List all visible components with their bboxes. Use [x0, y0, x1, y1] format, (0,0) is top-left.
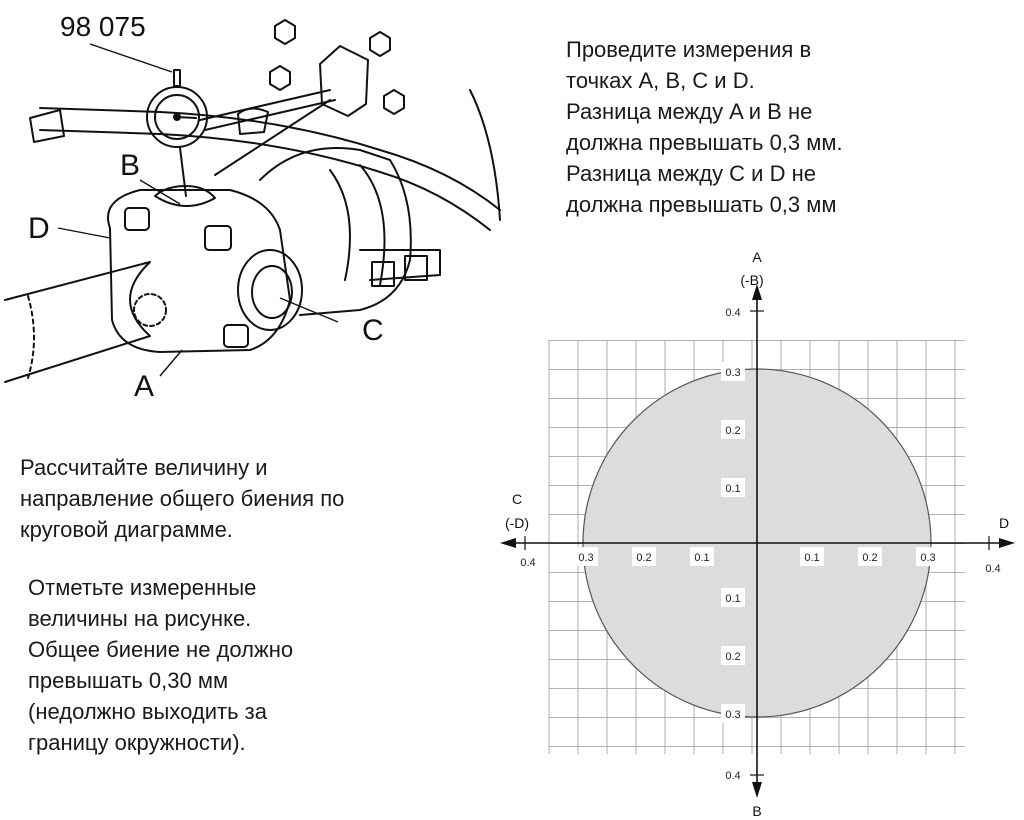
calculate-line: Рассчитайте величину и	[20, 455, 268, 480]
tick-label: 0.1	[800, 547, 824, 566]
tool-number-label: 98 075	[60, 11, 146, 42]
tick-label: 0.1	[721, 478, 745, 497]
arrow-up-icon	[752, 284, 762, 300]
axis-label-c: C	[512, 491, 522, 507]
measure-line: должна превышать 0,3 мм.	[566, 130, 843, 155]
joint-hidden	[133, 293, 167, 327]
point-c-label: C	[362, 314, 384, 347]
arrow-down-icon	[752, 782, 762, 798]
measure-line: Проведите измерения в	[566, 37, 812, 62]
mark-line: (недолжно выходить за	[28, 699, 267, 724]
tick-label: 0.2	[721, 646, 745, 665]
svg-text:0.2: 0.2	[636, 552, 651, 564]
point-a-label: A	[134, 370, 154, 403]
svg-text:0.1: 0.1	[694, 552, 709, 564]
svg-text:0.3: 0.3	[725, 709, 740, 721]
leaf-spring	[39, 107, 501, 231]
svg-text:0.2: 0.2	[725, 651, 740, 663]
tick-label: 0.2	[858, 547, 882, 566]
measure-line: точках А, В, С и D.	[566, 68, 755, 93]
tick-label: 0.3	[721, 362, 745, 381]
axis-label-d: D	[999, 515, 1009, 531]
arrow-right-icon	[999, 538, 1015, 548]
tick-label: 0.1	[721, 588, 745, 607]
svg-text:0.1: 0.1	[725, 593, 740, 605]
mark-line: Отметьте измеренные	[28, 575, 257, 600]
measure-line: должна превышать 0,3 мм	[566, 192, 837, 217]
mark-instructions: Отметьте измеренные величины на рисунке.…	[28, 572, 293, 758]
end-label-top: 0.4	[725, 307, 740, 319]
svg-text:0.1: 0.1	[804, 552, 819, 564]
axis-label-b: B	[752, 803, 761, 819]
mark-line: границу окружности).	[28, 730, 246, 755]
point-d-label: D	[28, 212, 50, 245]
end-label-right: 0.4	[985, 563, 1000, 575]
svg-text:0.2: 0.2	[862, 552, 877, 564]
svg-text:0.3: 0.3	[920, 552, 935, 564]
mark-line: Общее биение не должно	[28, 637, 294, 662]
calculate-instructions: Рассчитайте величину и направление общег…	[20, 452, 344, 545]
tick-label: 0.3	[916, 547, 940, 566]
tick-label: 0.2	[632, 547, 656, 566]
gearbox	[259, 147, 412, 316]
svg-text:0.2: 0.2	[725, 425, 740, 437]
axis-label-minus-b: (-B)	[740, 272, 763, 288]
axes	[500, 284, 1015, 798]
end-label-left: 0.4	[520, 557, 535, 569]
svg-text:0.1: 0.1	[725, 483, 740, 495]
calculate-line: круговой диаграмме.	[20, 517, 233, 542]
measure-instructions: Проведите измерения в точках А, В, С и D…	[566, 34, 843, 220]
mark-line: величины на рисунке.	[28, 606, 252, 631]
svg-text:0.3: 0.3	[725, 367, 740, 379]
mark-line: превышать 0,30 мм	[28, 668, 229, 693]
calculate-line: направление общего биения по	[20, 486, 345, 511]
dial-gauge-illustration: 98 075 B D C A	[4, 11, 501, 403]
tick-label: 0.2	[721, 420, 745, 439]
flange	[107, 189, 291, 353]
point-b-label: B	[120, 149, 140, 182]
measure-line: Разница между A и B не	[566, 99, 813, 124]
axis-label-minus-d: (-D)	[505, 515, 529, 531]
measure-line: Разница между C и D не	[566, 161, 816, 186]
tick-labels: 0.1 0.1 0.1 0.1 0.2 0.2 0.2 0.2 0.3 0.3 0.3 0.3	[574, 362, 940, 723]
end-label-bottom: 0.4	[725, 770, 740, 782]
svg-text:0.3: 0.3	[578, 552, 593, 564]
tick-label: 0.3	[574, 547, 598, 566]
arrow-left-icon	[500, 538, 516, 548]
axis-label-a: A	[752, 249, 762, 265]
bore-c	[251, 265, 293, 319]
tick-label: 0.1	[690, 547, 714, 566]
tick-label: 0.3	[721, 704, 745, 723]
